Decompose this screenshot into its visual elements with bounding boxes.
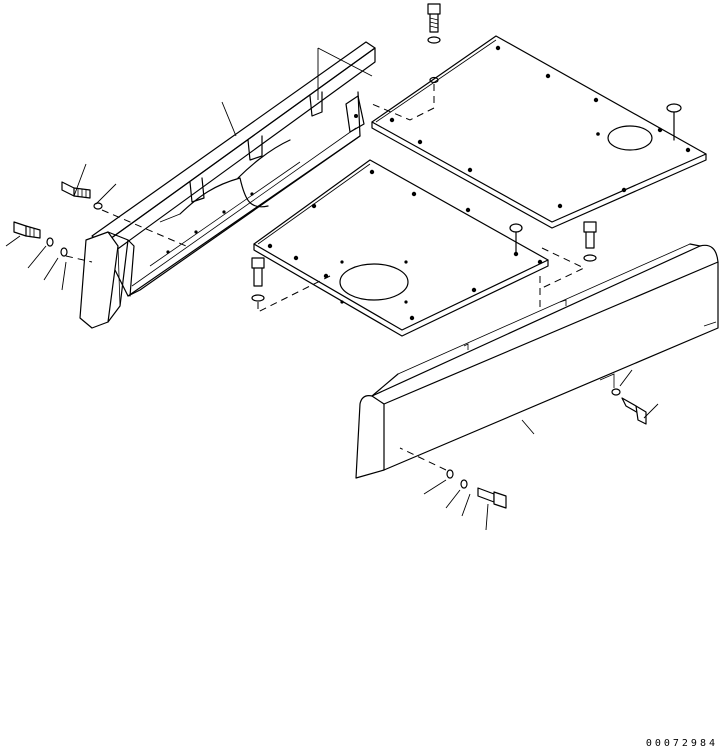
dashed-leader (371, 84, 435, 121)
bolt (477, 487, 507, 509)
bolt (251, 257, 265, 287)
washer (427, 36, 441, 44)
right-side-cover (355, 243, 719, 479)
bolt (666, 103, 682, 141)
washer (46, 237, 54, 247)
washer (611, 388, 621, 396)
dashed-leader (541, 247, 586, 289)
washer (93, 202, 103, 210)
bolt (13, 221, 41, 239)
washer (429, 76, 439, 84)
dashed-leader (65, 255, 93, 263)
front-top-plate (253, 159, 549, 337)
washer (583, 254, 597, 262)
dashed-leader (399, 447, 447, 471)
leader-lines (5, 47, 659, 531)
bolt (621, 397, 647, 425)
catalog-number: 00072984 (645, 738, 718, 749)
bolt (583, 221, 597, 249)
bolt (427, 3, 441, 33)
lock-washer (460, 479, 468, 489)
bolt (509, 223, 523, 255)
dashed-leader (257, 275, 331, 313)
washer (251, 294, 265, 302)
left-side-cover (79, 41, 376, 329)
rear-top-plate (371, 35, 707, 229)
lock-washer (60, 247, 68, 257)
dashed-leader (101, 209, 187, 247)
washer (446, 469, 454, 479)
